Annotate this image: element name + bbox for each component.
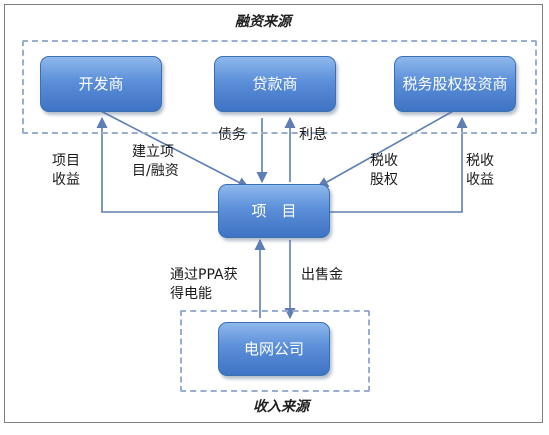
label-ppa-power: 通过PPA获 得电能 (170, 266, 238, 304)
label-tax-equity: 税收 股权 (370, 152, 398, 190)
grid-company-node-label: 电网公司 (243, 340, 304, 358)
grid-company-node: 电网公司 (218, 322, 330, 376)
label-build-finance: 建立项 目/融资 (132, 143, 179, 181)
label-project-income-line1: 项目 (52, 153, 80, 169)
label-debt: 债务 (218, 127, 246, 143)
label-ppa-power-line2: 得电能 (170, 286, 212, 302)
arrow-project-to-developer (96, 116, 218, 213)
label-ppa-power-line1: 通过PPA获 (170, 267, 238, 283)
label-build-finance-line1: 建立项 (132, 144, 174, 160)
arrow-taxequity-to-project (317, 109, 456, 188)
label-tax-income: 税收 收益 (466, 152, 494, 190)
income-region (180, 310, 370, 392)
label-project-income-line2: 收益 (52, 172, 80, 188)
label-tax-equity-line2: 股权 (370, 172, 398, 188)
label-project-income: 项目 收益 (52, 152, 80, 190)
lender-node-label: 贷款商 (252, 75, 298, 93)
label-tax-income-line2: 收益 (466, 172, 494, 188)
label-interest: 利息 (299, 127, 327, 143)
project-node: 项 目 (218, 184, 330, 238)
arrow-developer-to-project (94, 107, 249, 188)
arrow-project-to-taxequity (328, 116, 468, 213)
tax-equity-investor-node: 税务股权投资商 (394, 56, 516, 112)
tax-equity-investor-node-label: 税务股权投资商 (402, 75, 508, 93)
label-build-finance-line2: 目/融资 (132, 163, 179, 179)
project-node-label: 项 目 (251, 202, 297, 220)
lender-node: 贷款商 (214, 56, 336, 112)
developer-node: 开发商 (40, 56, 162, 112)
developer-node-label: 开发商 (78, 75, 124, 93)
financing-region-title: 融资来源 (231, 11, 295, 31)
label-tax-income-line1: 税收 (466, 153, 494, 169)
label-tax-equity-line1: 税收 (370, 153, 398, 169)
financing-region (22, 40, 537, 134)
label-sales-revenue: 出售金 (301, 267, 343, 283)
income-region-title: 收入来源 (249, 396, 313, 416)
